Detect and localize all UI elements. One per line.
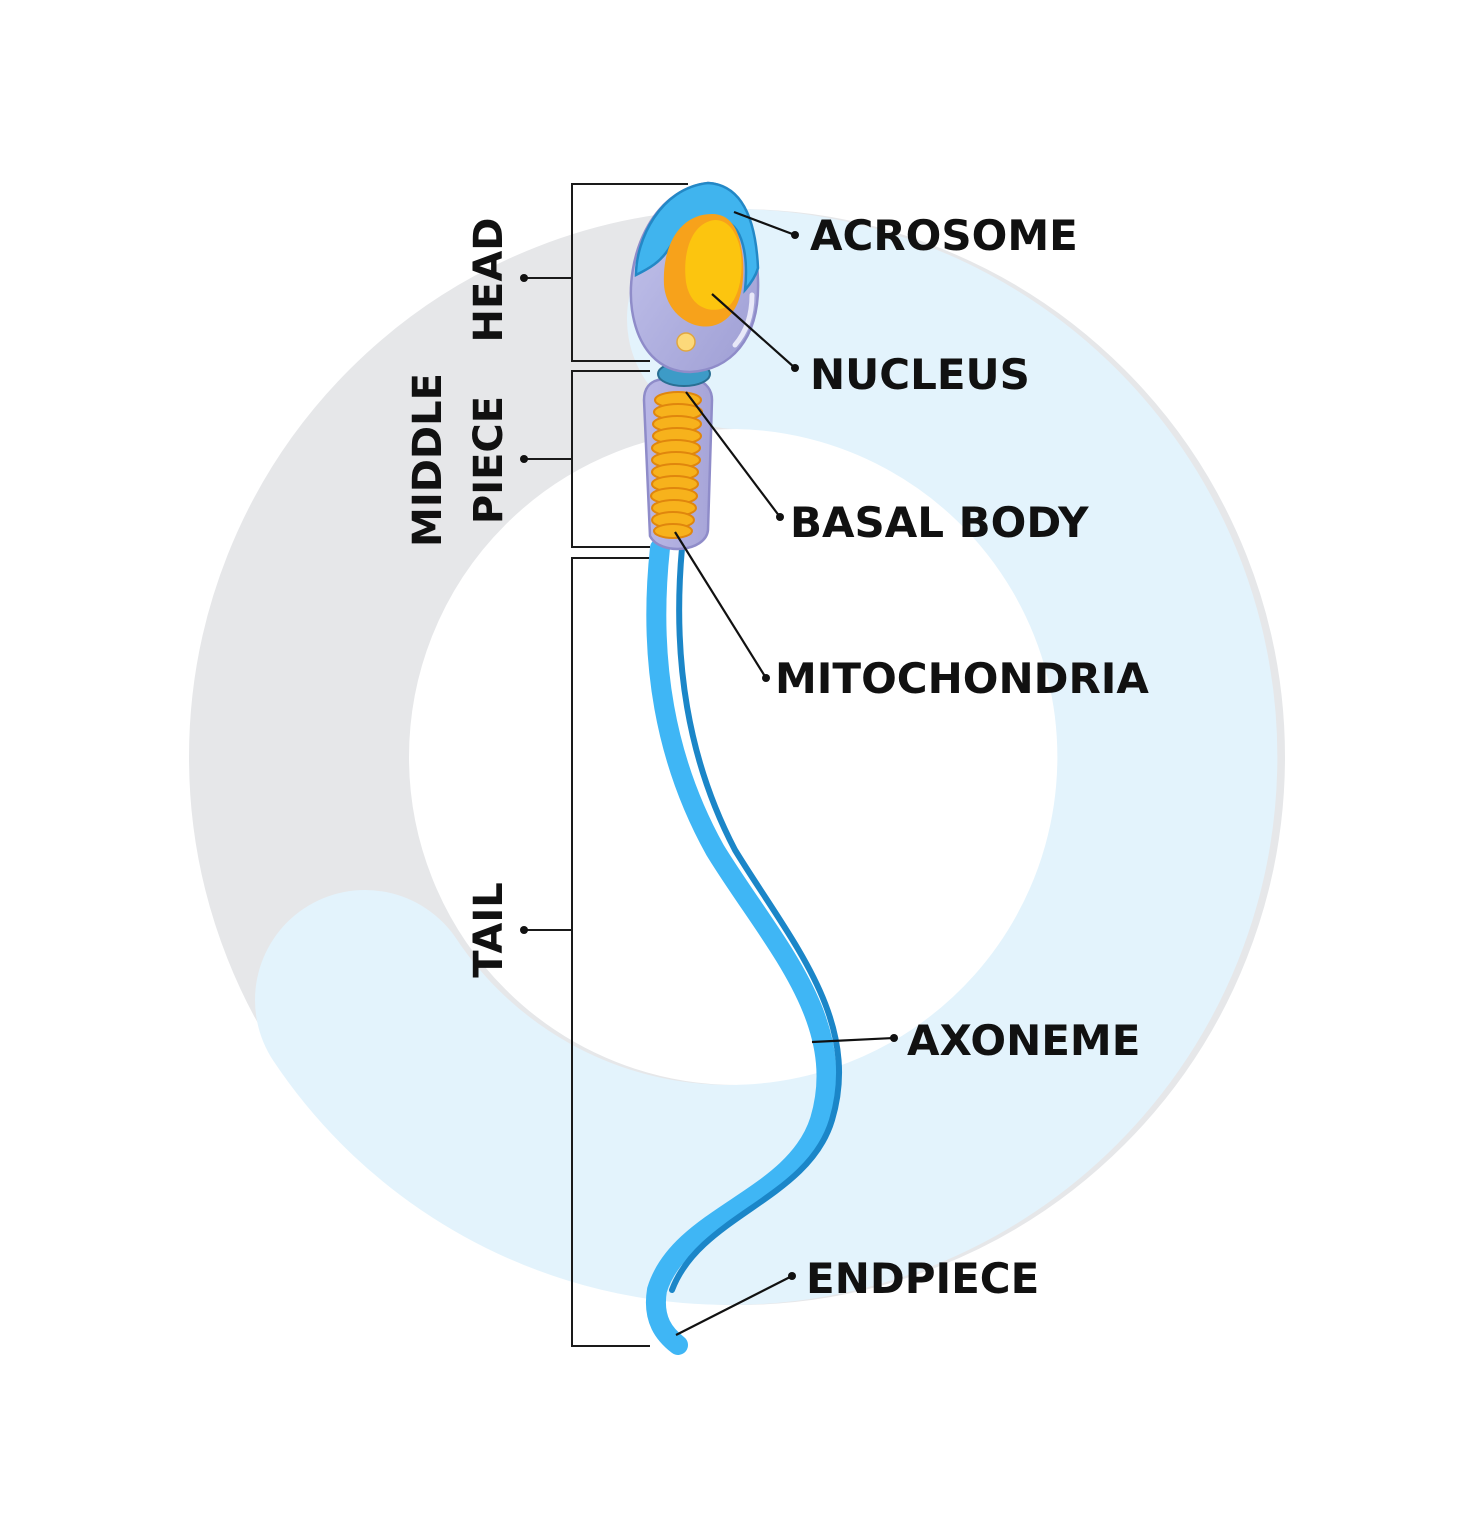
tail-flagellum	[645, 538, 837, 1355]
sperm-cell	[629, 181, 843, 1355]
mitochondria-label: MITOCHONDRIA	[775, 654, 1149, 703]
head-section-label: HEAD	[466, 218, 512, 343]
basal-body-leader-dot	[776, 513, 784, 521]
endpiece-leader	[675, 1275, 793, 1336]
nucleus-leader	[711, 293, 796, 369]
ring-blue-half	[255, 209, 1278, 1305]
mitochondria-leader-dot	[762, 674, 770, 682]
middle-bracket-dot	[520, 455, 528, 463]
middle-section-label-line1: MIDDLE	[405, 373, 451, 547]
head-bracket	[571, 183, 688, 362]
acrosome-leader	[733, 210, 796, 237]
axoneme-leader	[811, 1036, 895, 1044]
centriole-dot	[676, 332, 696, 352]
tail-axoneme-stripe	[669, 545, 843, 1293]
endpiece-leader-dot	[788, 1272, 796, 1280]
middle-piece	[642, 361, 714, 551]
tail-bracket	[571, 557, 650, 1347]
acrosome-label: ACROSOME	[810, 211, 1078, 260]
head-bracket-dot	[520, 274, 528, 282]
nucleus-inner	[685, 220, 742, 310]
tail-bracket-dot	[520, 926, 528, 934]
axoneme-leader-dot	[890, 1034, 898, 1042]
middle-section-label-line2: PIECE	[466, 396, 512, 524]
head-highlight	[732, 292, 755, 348]
section-brackets	[520, 183, 688, 1347]
basal-body-label: BASAL BODY	[790, 498, 1089, 547]
head	[629, 181, 760, 374]
basal-body-leader	[685, 391, 781, 518]
mitochondrion-ring	[653, 523, 693, 539]
nucleus-label: NUCLEUS	[810, 350, 1030, 399]
mitochondria-leader	[674, 531, 767, 679]
acrosome-leader-dot	[791, 231, 799, 239]
endpiece-label: ENDPIECE	[806, 1254, 1039, 1303]
leader-lines	[674, 210, 898, 1336]
axoneme-label: AXONEME	[907, 1016, 1140, 1065]
tail	[645, 538, 843, 1355]
nucleus-leader-dot	[791, 364, 799, 372]
tail-section-label: TAIL	[466, 882, 512, 978]
